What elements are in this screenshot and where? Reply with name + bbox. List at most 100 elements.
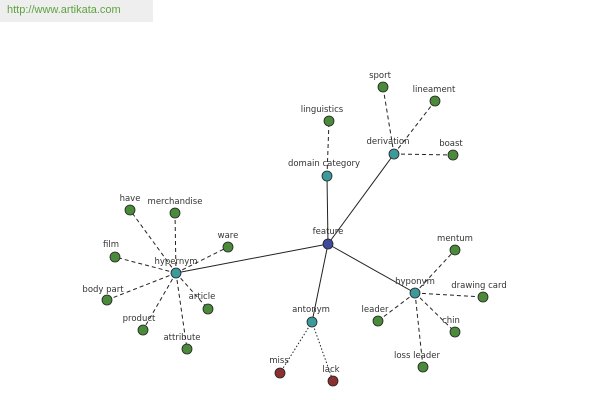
node-label-hyponym: hyponym xyxy=(395,277,435,287)
node-merchandise[interactable]: merchandise xyxy=(148,197,203,219)
node-dot-mentum[interactable] xyxy=(449,244,461,256)
edge-hypernym-attribute xyxy=(175,272,188,350)
node-dot-drawing-card[interactable] xyxy=(477,291,489,303)
node-linguistics[interactable]: linguistics xyxy=(301,105,344,127)
edges-layer xyxy=(106,86,484,382)
edge-hyponym-mentum xyxy=(414,249,456,294)
node-body-part[interactable]: body part xyxy=(82,285,124,306)
edge-hypernym-ware xyxy=(175,246,229,274)
edge-feature-domain-category xyxy=(326,175,329,245)
edge-hypernym-have xyxy=(129,209,177,274)
node-antonym[interactable]: antonym xyxy=(292,305,330,328)
node-label-leader: leader xyxy=(362,305,389,315)
edge-feature-hypernym xyxy=(175,243,329,274)
node-loss-leader[interactable]: loss leader xyxy=(394,351,441,373)
edge-hyponym-drawing-card xyxy=(414,292,484,298)
site-url-link[interactable]: http://www.artikata.com xyxy=(7,4,121,16)
node-dot-feature[interactable] xyxy=(322,238,334,250)
node-hyponym[interactable]: hyponym xyxy=(395,277,435,299)
node-product[interactable]: product xyxy=(123,314,156,336)
site-url-banner: http://www.artikata.com xyxy=(0,0,153,22)
node-label-merchandise: merchandise xyxy=(148,197,203,207)
edge-hypernym-merchandise xyxy=(174,212,177,274)
node-label-feature: feature xyxy=(313,227,344,237)
node-label-attribute: attribute xyxy=(163,333,200,343)
edge-hypernym-product xyxy=(142,272,177,331)
node-lineament[interactable]: lineament xyxy=(413,85,456,107)
node-sport[interactable]: sport xyxy=(369,71,392,93)
node-label-antonym: antonym xyxy=(292,305,330,315)
node-label-body-part: body part xyxy=(82,285,124,295)
node-label-drawing-card: drawing card xyxy=(451,281,507,291)
node-dot-have[interactable] xyxy=(124,204,136,216)
node-drawing-card[interactable]: drawing card xyxy=(451,281,507,303)
node-dot-film[interactable] xyxy=(109,251,121,263)
edge-feature-hyponym xyxy=(327,243,416,294)
node-label-product: product xyxy=(123,314,156,324)
edge-hyponym-loss-leader xyxy=(414,292,424,368)
node-dot-article[interactable] xyxy=(202,303,214,315)
edge-hypernym-body-part xyxy=(106,272,177,301)
node-dot-loss-leader[interactable] xyxy=(417,361,429,373)
node-dot-lineament[interactable] xyxy=(429,95,441,107)
node-label-film: film xyxy=(103,240,119,250)
edge-derivation-sport xyxy=(382,86,395,155)
node-label-domain-category: domain category xyxy=(288,159,360,169)
edge-hyponym-chin xyxy=(414,292,456,333)
node-dot-linguistics[interactable] xyxy=(323,115,335,127)
node-label-chin: chin xyxy=(442,316,460,326)
node-chin[interactable]: chin xyxy=(442,316,461,338)
node-label-lineament: lineament xyxy=(413,85,456,95)
node-dot-derivation[interactable] xyxy=(388,148,400,160)
edge-feature-derivation xyxy=(327,153,395,245)
nodes-layer: feature hypernym domain category derivation… xyxy=(82,71,507,387)
node-lack[interactable]: lack xyxy=(322,365,340,387)
node-label-ware: ware xyxy=(218,231,239,241)
node-hypernym[interactable]: hypernym xyxy=(154,257,198,279)
node-label-article: article xyxy=(189,292,216,302)
node-dot-sport[interactable] xyxy=(377,81,389,93)
node-dot-body-part[interactable] xyxy=(101,294,113,306)
node-label-loss-leader: loss leader xyxy=(394,351,441,361)
node-dot-lack[interactable] xyxy=(327,375,339,387)
node-dot-product[interactable] xyxy=(137,324,149,336)
node-have[interactable]: have xyxy=(120,194,141,216)
node-dot-ware[interactable] xyxy=(222,241,234,253)
node-mentum[interactable]: mentum xyxy=(437,234,473,256)
node-label-boast: boast xyxy=(439,139,463,149)
node-dot-chin[interactable] xyxy=(449,326,461,338)
edge-hypernym-film xyxy=(114,256,177,274)
node-label-have: have xyxy=(120,194,141,204)
node-dot-boast[interactable] xyxy=(447,149,459,161)
node-dot-leader[interactable] xyxy=(372,315,384,327)
edge-hypernym-article xyxy=(175,272,209,310)
node-attribute[interactable]: attribute xyxy=(163,333,201,355)
node-label-lack: lack xyxy=(322,365,339,375)
edge-derivation-boast xyxy=(393,153,454,156)
edge-antonym-miss xyxy=(279,321,313,374)
node-miss[interactable]: miss xyxy=(269,356,289,379)
node-article[interactable]: article xyxy=(189,292,216,315)
node-dot-merchandise[interactable] xyxy=(169,207,181,219)
node-domain-category[interactable]: domain category xyxy=(288,159,360,182)
node-film[interactable]: film xyxy=(103,240,121,263)
node-dot-hyponym[interactable] xyxy=(409,287,421,299)
node-dot-domain-category[interactable] xyxy=(321,170,333,182)
node-dot-miss[interactable] xyxy=(274,367,286,379)
node-label-derivation: derivation xyxy=(366,137,409,147)
edge-feature-antonym xyxy=(311,243,329,323)
node-label-linguistics: linguistics xyxy=(301,105,344,115)
node-dot-antonym[interactable] xyxy=(306,316,318,328)
node-ware[interactable]: ware xyxy=(218,231,239,253)
node-label-hypernym: hypernym xyxy=(154,257,197,267)
node-label-miss: miss xyxy=(269,356,289,366)
edge-hyponym-leader xyxy=(377,292,416,322)
node-dot-hypernym[interactable] xyxy=(170,267,182,279)
node-boast[interactable]: boast xyxy=(439,139,463,161)
node-derivation[interactable]: derivation xyxy=(366,137,410,160)
node-feature[interactable]: feature xyxy=(313,227,344,250)
node-leader[interactable]: leader xyxy=(362,305,389,327)
node-dot-attribute[interactable] xyxy=(181,343,193,355)
edge-domain-category-linguistics xyxy=(326,120,330,177)
